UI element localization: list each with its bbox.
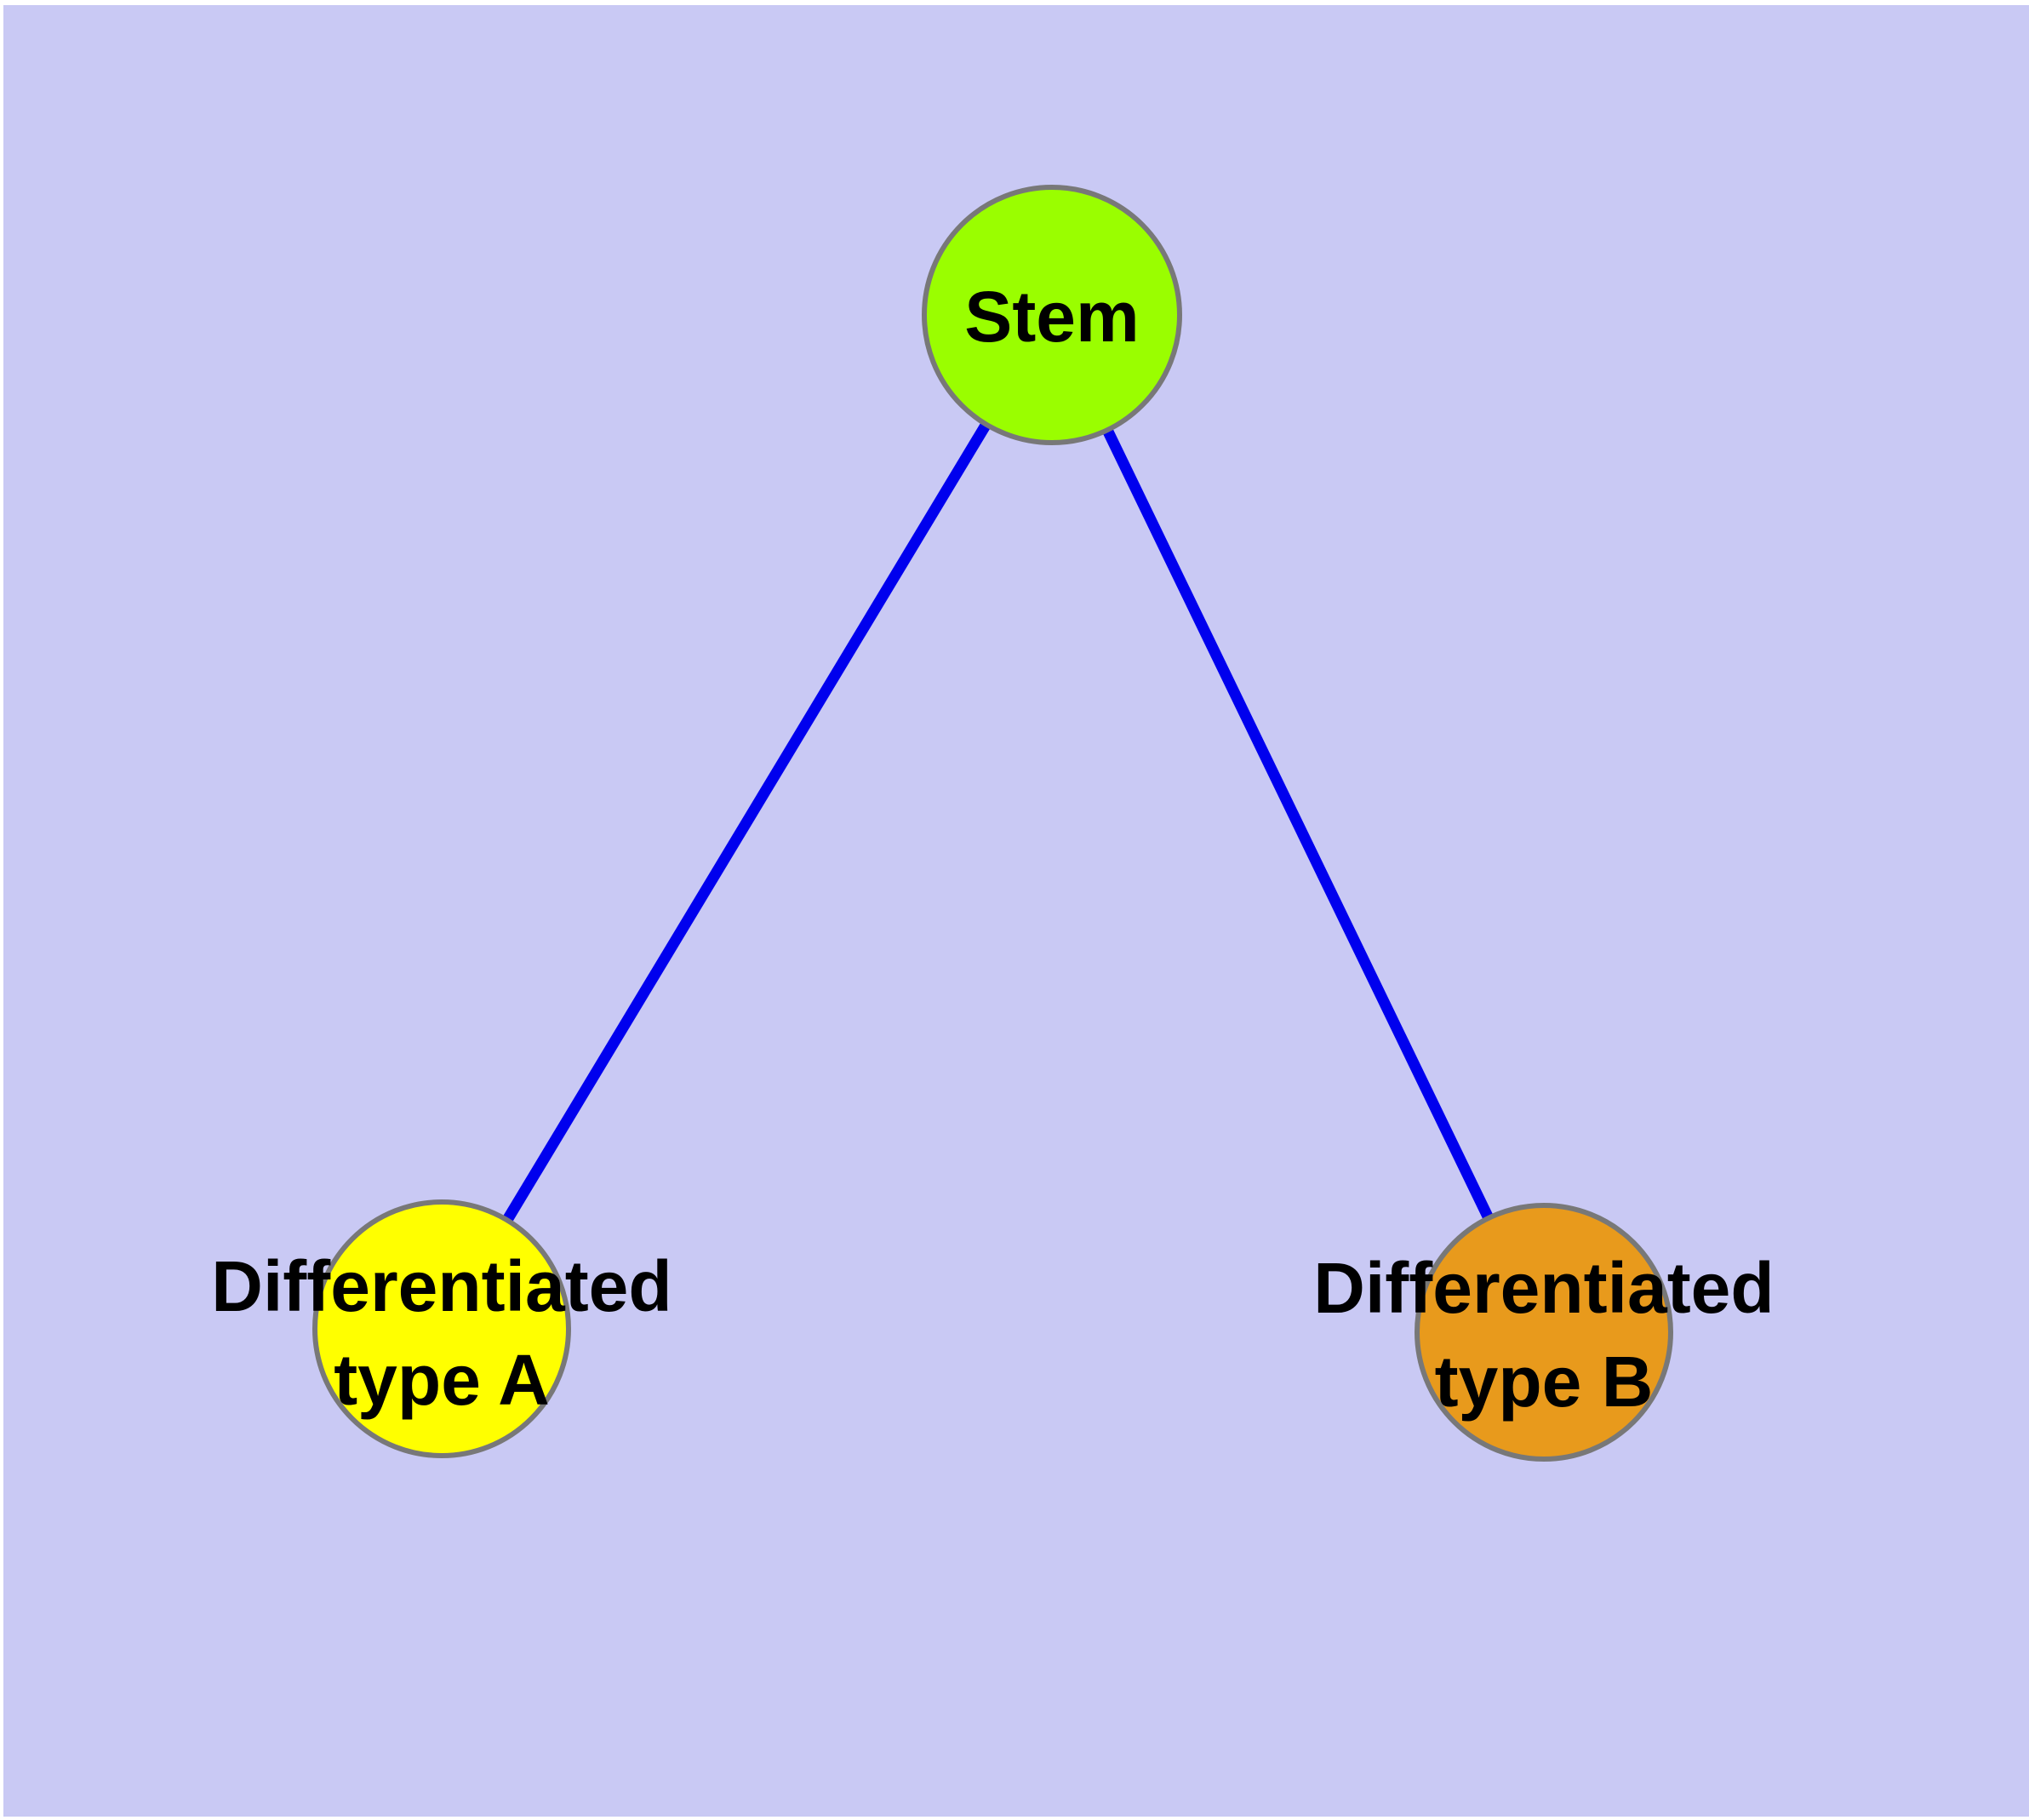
node-type-a-circle bbox=[312, 1199, 571, 1458]
node-stem-circle bbox=[922, 185, 1182, 445]
edge-stem-to-type-b bbox=[1102, 427, 1494, 1221]
node-type-b-circle bbox=[1415, 1203, 1673, 1462]
edge-stem-to-type-a bbox=[502, 421, 992, 1223]
